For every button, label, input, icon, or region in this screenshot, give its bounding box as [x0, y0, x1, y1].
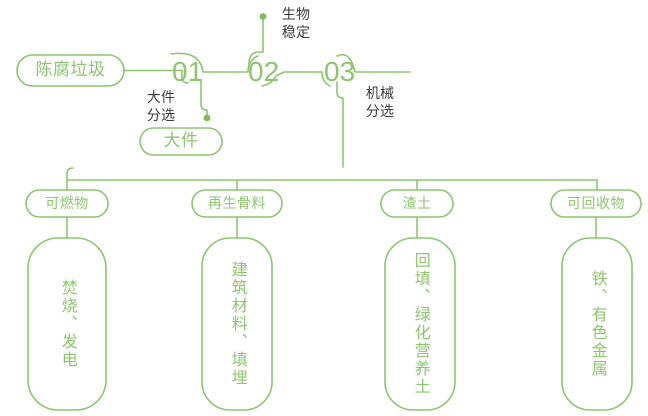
- side-output-label: 大件: [163, 131, 199, 151]
- wire-01-to-dajian: [200, 79, 208, 117]
- category-node-4[interactable]: 可回收物: [551, 190, 641, 217]
- category-label-2: 再生骨料: [208, 195, 266, 212]
- side-output-node-dajian[interactable]: 大件: [140, 128, 222, 155]
- outcome-text-1: 焚烧、发电: [58, 279, 76, 369]
- outcome-box-shape-1[interactable]: [27, 237, 107, 411]
- step-label-02: 生物 稳定: [281, 6, 311, 40]
- arc-02-top: [247, 55, 259, 73]
- category-label-4: 可回收物: [567, 195, 625, 212]
- arc-02-bottom: [261, 71, 285, 87]
- category-node-2[interactable]: 再生骨料: [192, 190, 282, 217]
- outcome-text-4: 铁、有色金属: [588, 270, 606, 378]
- outcome-box-shape-4[interactable]: [561, 237, 633, 411]
- dajian-pill-shape[interactable]: [139, 127, 223, 156]
- step-number-01[interactable]: 01: [172, 56, 204, 87]
- outcome-box-shape-3[interactable]: [384, 237, 456, 411]
- step-number-02[interactable]: 02: [248, 56, 280, 87]
- wire-02-to-top-dot: [248, 19, 264, 65]
- bus-drop-1: [66, 167, 74, 181]
- arc-01-top: [170, 52, 213, 73]
- outcome-text-2: 建筑材料、填埋: [228, 261, 246, 387]
- wire-03-to-bus: [336, 81, 344, 168]
- step-number-03[interactable]: 03: [324, 56, 356, 87]
- outcome-node-2[interactable]: 建筑材料、填埋: [202, 238, 272, 410]
- step-label-03: 机械 分选: [365, 85, 395, 119]
- category-node-3[interactable]: 渣土: [381, 190, 453, 217]
- arc-03-top: [336, 53, 366, 73]
- arc-01-bottom: [181, 69, 189, 84]
- outcome-text-3: 回填、绿化营养土: [411, 252, 429, 396]
- category-label-3: 渣土: [402, 195, 432, 212]
- source-label: 陈腐垃圾: [35, 60, 106, 80]
- outcome-node-1[interactable]: 焚烧、发电: [28, 238, 106, 410]
- category-node-1[interactable]: 可燃物: [26, 190, 108, 217]
- step-label-01: 大件 分选: [146, 89, 176, 123]
- dajian-branch-dot: [203, 114, 211, 122]
- outcome-box-shape-2[interactable]: [201, 237, 273, 411]
- outcome-node-3[interactable]: 回填、绿化营养土: [385, 238, 455, 410]
- category-label-1: 可燃物: [45, 195, 89, 212]
- biostable-dot: [259, 13, 267, 20]
- arc-03-bottom-left: [321, 71, 331, 87]
- source-node[interactable]: 陈腐垃圾: [17, 55, 124, 86]
- outcome-node-4[interactable]: 铁、有色金属: [562, 238, 632, 410]
